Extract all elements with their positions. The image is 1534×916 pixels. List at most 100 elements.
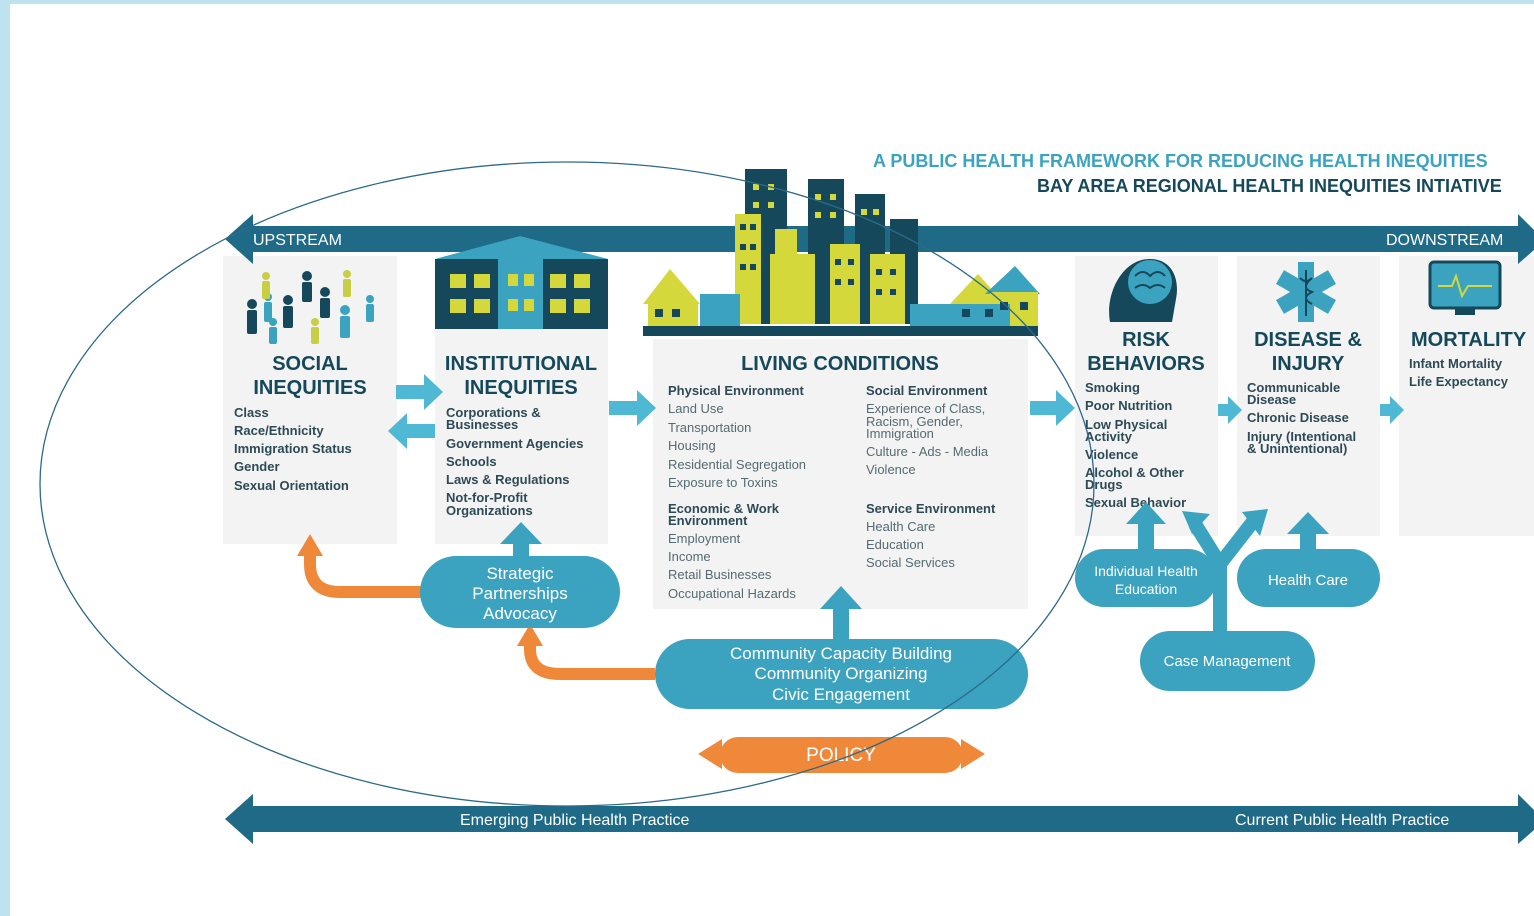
disease-items: Communicable Disease Chronic Disease Inj… [1247, 380, 1356, 456]
arrow-right-icon [609, 390, 656, 426]
service-env-item: Social Services [866, 555, 955, 570]
physical-env-item: Exposure to Toxins [668, 475, 778, 490]
service-env-item: Education [866, 537, 924, 552]
health-care-label: Health Care [1268, 572, 1348, 589]
current-practice-label: Current Public Health Practice [1235, 812, 1449, 829]
social-heading-1: SOCIAL [272, 353, 348, 375]
emerging-practice-label: Emerging Public Health Practice [460, 812, 690, 829]
diagram-frame: A PUBLIC HEALTH FRAMEWORK FOR REDUCING H… [10, 4, 1534, 916]
mortality-heading: MORTALITY [1411, 329, 1527, 351]
risk-item: Low Physical [1085, 417, 1167, 432]
disease-item: Disease [1247, 392, 1296, 407]
risk-heading-2: BEHAVIORS [1087, 353, 1204, 375]
medical-star-icon [1276, 262, 1336, 322]
living-physical: Physical Environment Land Use Transporta… [668, 383, 806, 490]
disease-heading-2: INJURY [1272, 353, 1345, 375]
risk-heading-1: RISK [1122, 329, 1170, 351]
social-env-title: Social Environment [866, 383, 988, 398]
strategic-partnerships-box[interactable]: Strategic Partnerships Advocacy [420, 556, 620, 628]
practice-bar: Emerging Public Health Practice Current … [225, 794, 1534, 844]
flow-arrows [388, 374, 1404, 449]
community-capacity-box[interactable]: Community Capacity Building Community Or… [655, 639, 1028, 709]
strategic-line-3: Advocacy [483, 604, 557, 623]
arrow-up-icon [517, 624, 543, 646]
health-education-box[interactable]: Individual Health Education [1075, 549, 1217, 607]
institutional-item: Laws & Regulations [446, 472, 570, 487]
service-env-title: Service Environment [866, 501, 996, 516]
column-headings: SOCIAL INEQUITIES INSTITUTIONAL INEQUITI… [253, 329, 1527, 399]
economic-env-item: Income [668, 549, 711, 564]
arrow-up-icon [1287, 512, 1329, 554]
social-env-item: Experience of Class, [866, 401, 985, 416]
community-line-3: Civic Engagement [772, 685, 910, 704]
community-line-1: Community Capacity Building [730, 644, 952, 663]
arrow-right-icon [1030, 390, 1075, 426]
social-item: Gender [234, 459, 280, 474]
arrow-right-icon [396, 374, 443, 410]
people-icon [247, 270, 374, 344]
mortality-item: Infant Mortality [1409, 356, 1503, 371]
institutional-item: Organizations [446, 503, 533, 518]
social-item: Class [234, 405, 269, 420]
building-icon [435, 236, 608, 329]
framework-diagram: A PUBLIC HEALTH FRAMEWORK FOR REDUCING H… [39, 151, 1534, 844]
institutional-item: Schools [446, 454, 497, 469]
risk-item: Sexual Behavior [1085, 495, 1186, 510]
title: A PUBLIC HEALTH FRAMEWORK FOR REDUCING H… [873, 151, 1502, 196]
social-env-item: Violence [866, 462, 916, 477]
institutional-items: Corporations & Businesses Government Age… [446, 405, 584, 518]
risk-item: Activity [1085, 429, 1133, 444]
risk-item: Drugs [1085, 477, 1123, 492]
physical-env-item: Housing [668, 438, 716, 453]
intervention-arrows [500, 502, 1329, 644]
community-line-2: Community Organizing [755, 664, 928, 683]
economic-env-item: Employment [668, 531, 741, 546]
panel-living [653, 339, 1028, 609]
arrow-head-icon [1182, 511, 1210, 534]
arrow-head-icon [1242, 509, 1268, 536]
living-social-env: Social Environment Experience of Class, … [866, 383, 989, 477]
physical-env-item: Residential Segregation [668, 457, 806, 472]
title-line-1: A PUBLIC HEALTH FRAMEWORK FOR REDUCING H… [873, 151, 1488, 171]
physical-env-title: Physical Environment [668, 383, 804, 398]
mortality-items: Infant Mortality Life Expectancy [1409, 356, 1509, 389]
economic-env-item: Retail Businesses [668, 567, 772, 582]
social-items: Class Race/Ethnicity Immigration Status … [234, 405, 352, 493]
institutional-item: Government Agencies [446, 436, 584, 451]
mortality-item: Life Expectancy [1409, 374, 1509, 389]
case-management-box[interactable]: Case Management [1140, 631, 1315, 691]
social-item: Race/Ethnicity [234, 423, 324, 438]
downstream-label: DOWNSTREAM [1386, 232, 1503, 249]
arrow-up-icon [1126, 502, 1166, 554]
social-env-item: Racism, Gender, [866, 414, 963, 429]
risk-item: Smoking [1085, 380, 1140, 395]
institutional-heading-1: INSTITUTIONAL [445, 353, 597, 375]
disease-item: & Unintentional) [1247, 441, 1347, 456]
policy-box[interactable]: POLICY [698, 737, 985, 773]
branch-arrow [1189, 514, 1261, 634]
health-care-box[interactable]: Health Care [1237, 549, 1380, 607]
health-ed-line-2: Education [1115, 581, 1177, 597]
disease-item: Injury (Intentional [1247, 429, 1356, 444]
heart-monitor-icon [1428, 260, 1502, 315]
disease-item: Chronic Disease [1247, 410, 1349, 425]
disease-heading-1: DISEASE & [1254, 329, 1362, 351]
living-service-env: Service Environment Health Care Educatio… [866, 501, 996, 570]
living-heading: LIVING CONDITIONS [741, 353, 939, 375]
strategic-line-1: Strategic [486, 564, 554, 583]
upstream-label: UPSTREAM [253, 232, 342, 249]
policy-label: POLICY [806, 745, 876, 766]
living-economic: Economic & Work Environment Employment I… [668, 501, 796, 601]
social-env-item: Culture - Ads - Media [866, 444, 989, 459]
city-skyline-icon [643, 169, 1040, 336]
social-heading-2: INEQUITIES [253, 377, 366, 399]
overlay-ellipse [39, 161, 1095, 807]
arrow-up-icon [820, 586, 862, 644]
social-item: Sexual Orientation [234, 478, 349, 493]
health-ed-line-1: Individual Health [1094, 563, 1198, 579]
arrow-up-icon [500, 522, 542, 564]
title-line-2: BAY AREA REGIONAL HEALTH INEQUITIES INTI… [1037, 176, 1502, 196]
risk-item: Alcohol & Other [1085, 465, 1184, 480]
economic-env-item: Occupational Hazards [668, 586, 796, 601]
institutional-item: Businesses [446, 417, 518, 432]
